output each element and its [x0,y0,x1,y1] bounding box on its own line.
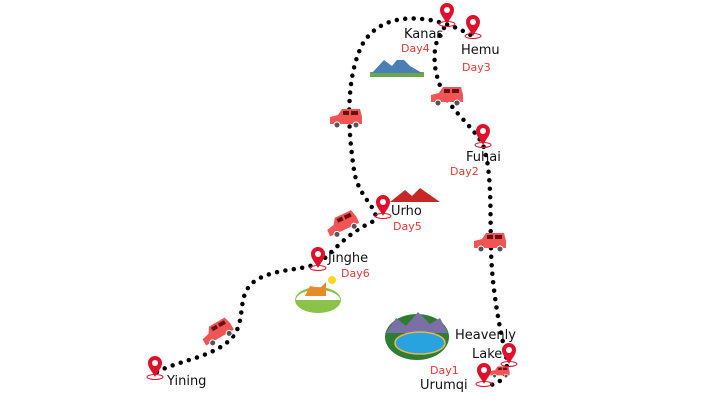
car-icon [430,86,464,107]
stop-day-fuhai: Day2 [450,165,479,178]
mountain-icon [370,56,424,77]
pin-icon-yining [146,355,164,380]
stop-day-urumqi: Day1 [430,364,459,377]
stop-name-fuhai: Fuhai [466,150,501,165]
stop-name-yining: Yining [166,374,206,389]
pin-icon-fuhai [474,123,492,148]
stop-day-jinghe: Day6 [341,267,370,280]
red-mountain-icon [390,188,440,202]
stop-day-hemu: Day3 [462,61,491,74]
stop-name-heavenly-lake-line1: Heavenly [455,328,516,343]
car-icon [198,315,237,350]
heavenly-lake-icon [385,312,449,360]
stop-name-heavenly-lake-line2: Lake [472,347,502,362]
stop-name-urho: Urho [391,204,422,219]
stop-name-kanas: Kanas [404,27,443,42]
pin-icon-heavenly-lake [500,342,518,367]
car-icon [323,208,362,241]
stop-name-jinghe: Jinghe [327,251,368,266]
car-icon [329,108,363,129]
pin-icon-hemu [464,14,482,39]
pin-icon-urumqi [475,362,493,387]
stop-name-hemu: Hemu [461,43,500,58]
stop-name-urumqi: Urumqi [420,378,468,393]
stop-day-urho: Day5 [393,220,422,233]
stop-day-kanas: Day4 [401,42,430,55]
desert-fox-icon [295,276,341,313]
car-icon [490,366,510,379]
